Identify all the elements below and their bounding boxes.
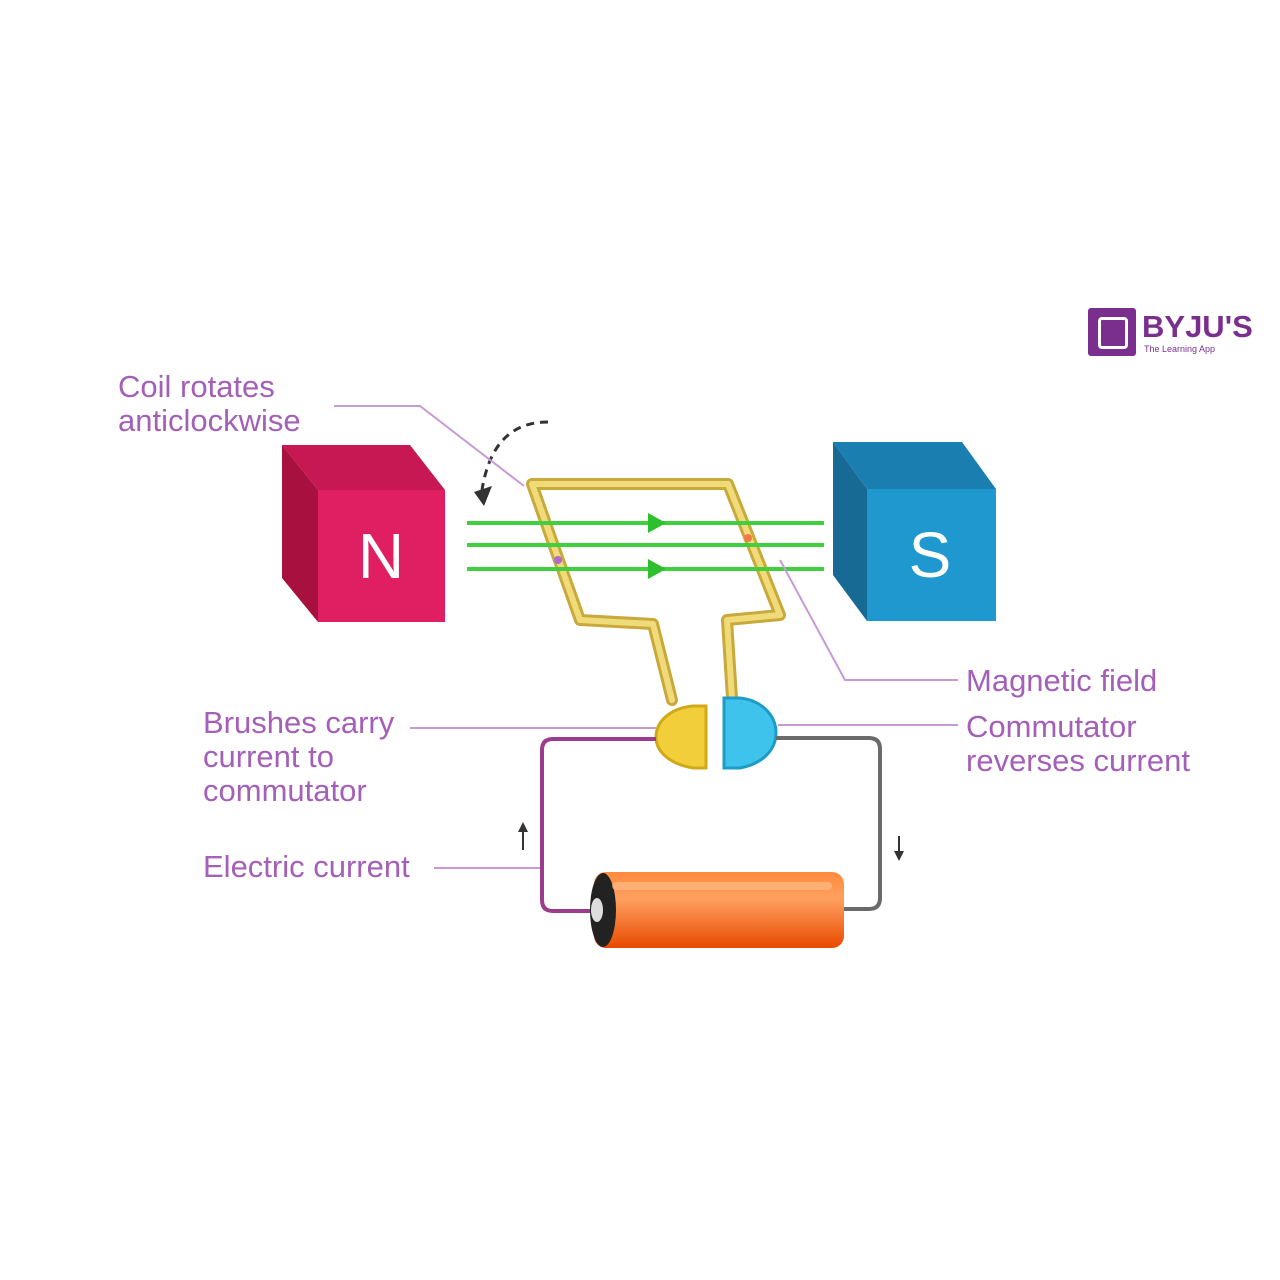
- label-commutator-line-1: Commutator: [966, 709, 1137, 744]
- wire-right: [776, 736, 882, 911]
- label-coil-line-1: Coil rotates: [118, 369, 275, 404]
- leader-lines: [334, 405, 958, 869]
- circuit-wires: [518, 736, 904, 913]
- battery-highlight: [612, 882, 832, 890]
- label-commutator: Commutator reverses current: [966, 710, 1190, 778]
- north-magnet-front: [318, 490, 445, 622]
- battery: [590, 872, 844, 948]
- commutator-left-half: [654, 704, 708, 770]
- battery-body: [594, 872, 844, 948]
- north-pole-letter: N: [358, 520, 404, 592]
- south-magnet-side: [833, 442, 867, 621]
- label-brushes: Brushes carry current to commutator: [203, 706, 394, 808]
- rotation-arrow: [474, 420, 549, 506]
- label-brushes-line-1: Brushes carry: [203, 705, 395, 740]
- label-commutator-line-2: reverses current: [966, 743, 1190, 778]
- label-coil-line-2: anticlockwise: [118, 403, 301, 438]
- label-magnetic-field: Magnetic field: [966, 663, 1158, 698]
- leader-field: [779, 559, 958, 681]
- south-magnet-front: [867, 489, 996, 621]
- commutator-right-half: [722, 696, 778, 770]
- logo-name: BYJU'S: [1142, 309, 1253, 344]
- wire-left: [540, 737, 656, 913]
- byjus-logo: BYJU'S The Learning App: [1088, 308, 1268, 360]
- logo-badge-icon: [1088, 308, 1136, 356]
- commutator: [654, 696, 778, 770]
- coil-loop: [526, 478, 786, 706]
- label-electric-current: Electric current: [203, 849, 410, 884]
- north-magnet-side: [282, 445, 318, 622]
- field-arrow-2: [648, 559, 666, 579]
- magnetic-field-lines: [467, 513, 824, 579]
- logo-tagline: The Learning App: [1144, 344, 1216, 354]
- label-brushes-line-2: current to: [203, 739, 334, 774]
- south-magnet: S: [833, 442, 996, 621]
- north-magnet-top: [282, 445, 445, 490]
- south-pole-letter: S: [909, 519, 952, 591]
- coil-force-marker-left: [554, 556, 562, 564]
- north-magnet: N: [282, 445, 445, 622]
- field-arrow-1: [648, 513, 666, 533]
- label-coil-rotates: Coil rotates anticlockwise: [118, 370, 301, 438]
- battery-terminal: [591, 898, 603, 922]
- leader-coil: [334, 405, 525, 487]
- south-magnet-top: [833, 442, 996, 489]
- coil-force-marker-right: [744, 534, 752, 542]
- label-brushes-line-3: commutator: [203, 773, 367, 808]
